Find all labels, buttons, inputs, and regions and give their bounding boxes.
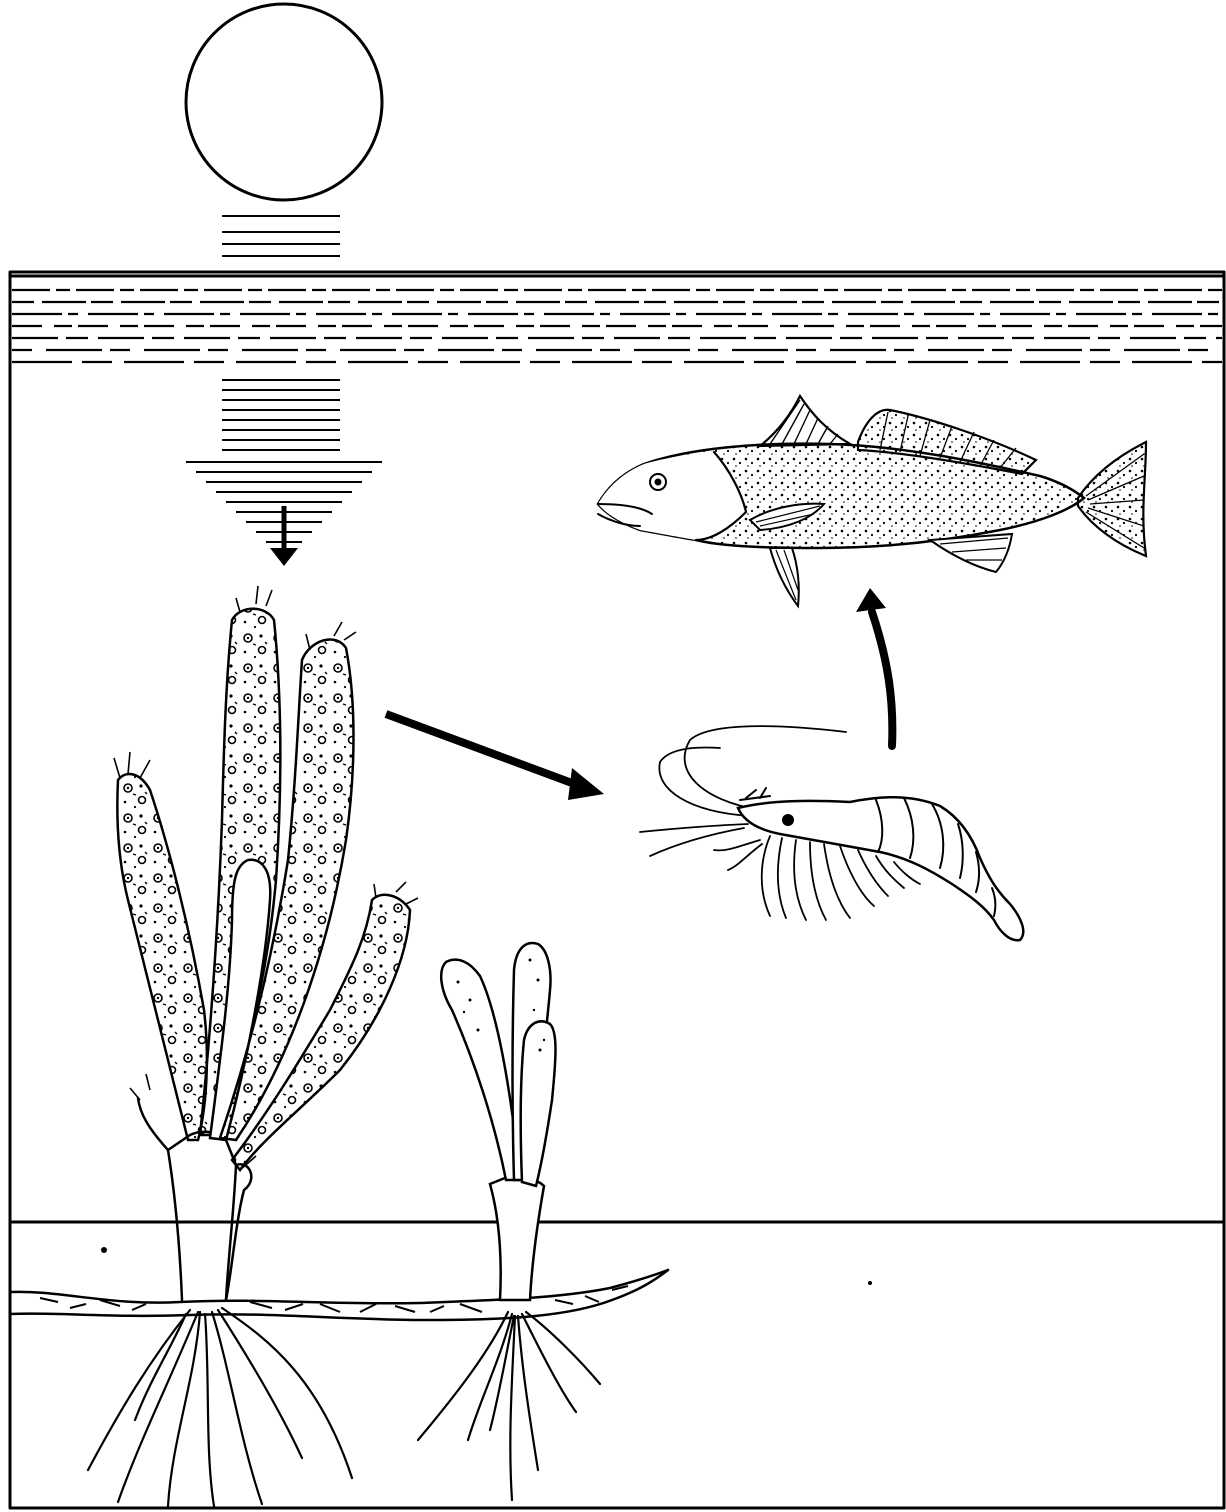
seagrass-stem-small [490, 1177, 544, 1300]
fish [598, 396, 1146, 606]
fish-tail [1078, 442, 1146, 556]
sun-to-plant-arrow [270, 506, 298, 566]
rhizome [10, 1270, 668, 1320]
plant-to-shrimp-arrow [386, 714, 604, 800]
small-blade-1 [441, 960, 520, 1180]
blade-1 [117, 774, 207, 1140]
seagrass-roots-large [88, 1308, 352, 1506]
sun-icon [186, 4, 382, 200]
shrimp [640, 726, 1023, 940]
water-column-frame [10, 272, 1224, 1508]
small-blade-3 [521, 1021, 556, 1186]
seagrass-plant-large [114, 586, 418, 1170]
sunlight-rays-above [222, 216, 340, 256]
fish-anal-fin [930, 534, 1012, 572]
water-surface [10, 276, 1224, 362]
shrimp-eye [782, 814, 794, 826]
shrimp-to-fish-arrow [856, 588, 892, 746]
